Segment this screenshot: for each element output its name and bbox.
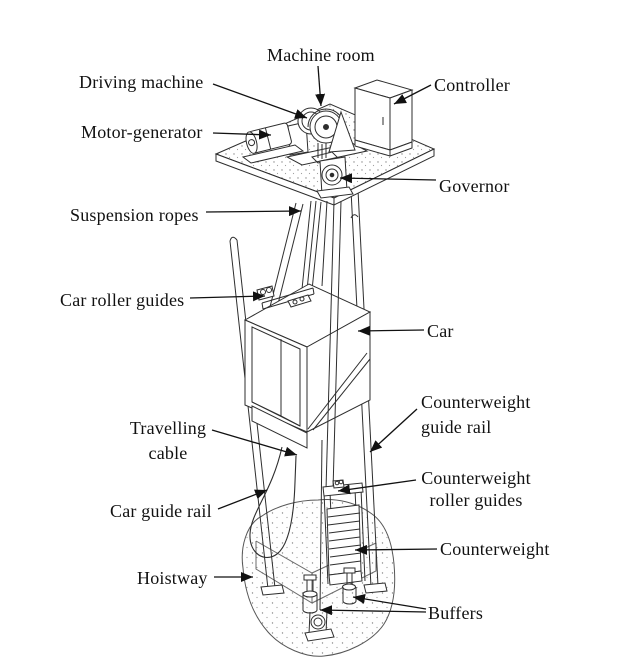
car-box [243, 283, 372, 449]
label-counterweight-guide-rail: Counterweight guide rail [421, 390, 541, 440]
car-roller-guide-unit [256, 285, 275, 301]
controller-cabinet [353, 79, 414, 157]
label-travelling-cable-line2: cable [148, 443, 188, 463]
leader-travelling-cable [211, 429, 298, 457]
leader-governor [339, 173, 437, 184]
leader-suspension-ropes [205, 206, 302, 217]
label-counterweight-roller-guides: Counterweight roller guides [417, 467, 535, 511]
leader-machine-room [315, 65, 326, 107]
counterweight-roller-guide-unit [332, 479, 345, 489]
governor-tension-sheave [304, 610, 335, 642]
leader-counterweight-guide-rail [369, 408, 418, 453]
label-counterweight-roller-guides-line2: roller guides [429, 490, 523, 510]
label-counterweight: Counterweight [440, 539, 550, 559]
leader-buffers-1 [352, 594, 427, 610]
label-suspension-ropes: Suspension ropes [70, 205, 199, 225]
leader-counterweight-roller-guides [337, 479, 417, 495]
leader-car-roller-guides [189, 291, 266, 302]
label-car-roller-guides: Car roller guides [60, 290, 185, 310]
leader-buffers-2 [319, 605, 427, 616]
label-travelling-cable: Travelling cable [118, 416, 218, 466]
leader-controller [393, 84, 432, 105]
label-governor: Governor [439, 176, 510, 196]
label-driving-machine: Driving machine [79, 72, 204, 92]
label-travelling-cable-line1: Travelling [129, 418, 207, 438]
label-hoistway: Hoistway [137, 568, 208, 588]
label-controller: Controller [434, 75, 510, 95]
leader-driving-machine [212, 83, 308, 119]
label-counterweight-roller-guides-line1: Counterweight [421, 468, 531, 488]
label-motor-generator: Motor-generator [81, 122, 203, 142]
leader-car-guide-rail [217, 489, 268, 510]
label-machine-room: Machine room [267, 45, 375, 65]
car-buffer [302, 574, 318, 614]
counterweight-ropes-lines [319, 200, 342, 611]
label-buffers: Buffers [428, 603, 484, 623]
leader-car [357, 325, 425, 336]
label-counterweight-guide-rail-line1: Counterweight [421, 392, 531, 412]
rope-hitch-detail [287, 294, 312, 308]
driving-machine-assembly [285, 107, 369, 166]
label-counterweight-guide-rail-line2: guide rail [421, 417, 492, 437]
suspension-ropes-lines [300, 200, 328, 301]
leader-motor-generator [212, 129, 272, 140]
leader-counterweight [354, 544, 438, 555]
label-car: Car [427, 321, 454, 341]
label-car-guide-rail: Car guide rail [110, 501, 212, 521]
